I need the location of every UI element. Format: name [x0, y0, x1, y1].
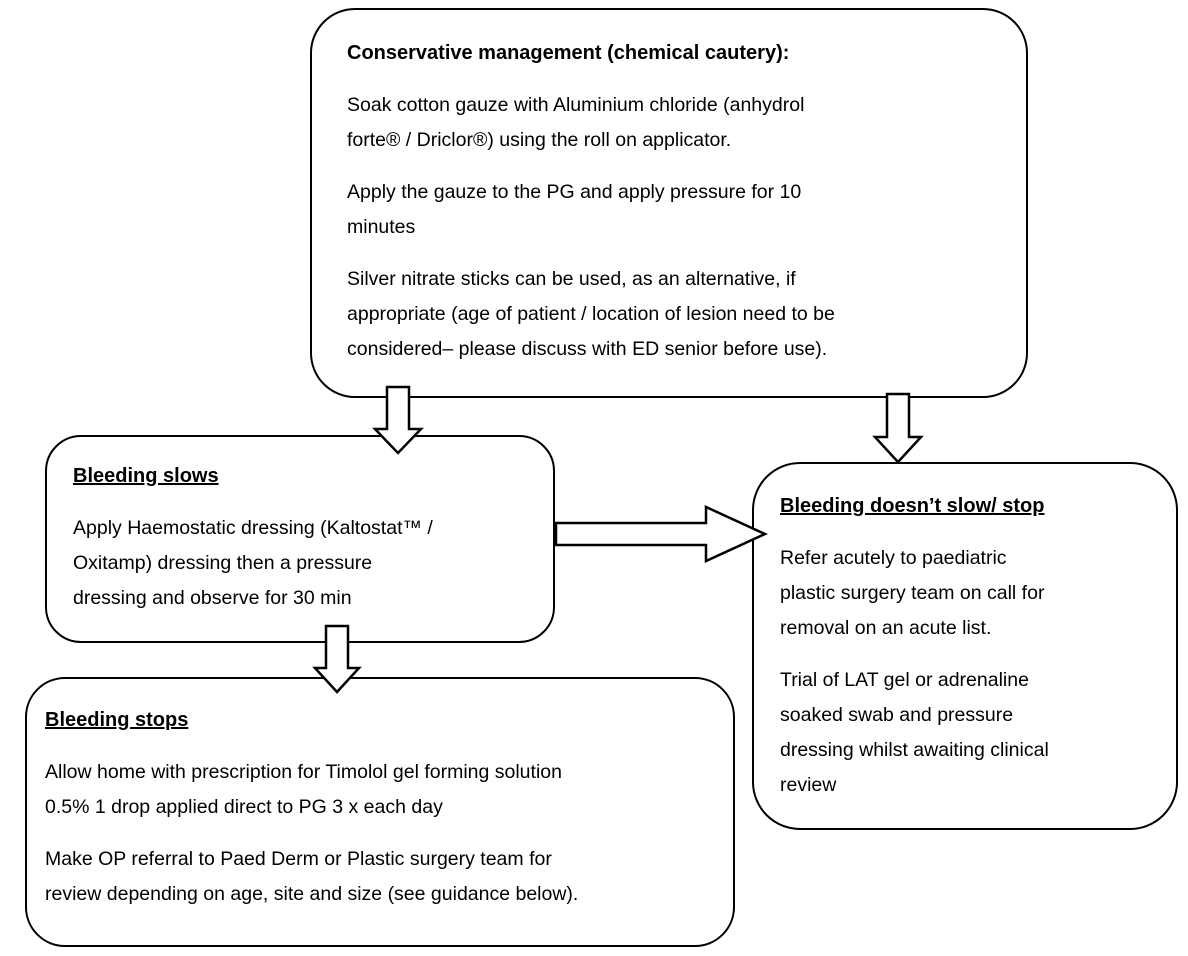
node-bleeding-stops: Bleeding stops Allow home with prescript…: [25, 677, 735, 947]
down-arrow-icon: [312, 624, 362, 694]
node-bleeding-slows: Bleeding slows Apply Haemostatic dressin…: [45, 435, 555, 643]
node-conservative-title: Conservative management (chemical cauter…: [347, 42, 790, 64]
node-bleeding-slows-heading: Bleeding slows: [73, 465, 219, 487]
node-bleeding-stops-paragraph: Allow home with prescription for Timolol…: [45, 761, 562, 818]
down-arrow-icon: [872, 392, 924, 464]
node-conservative-paragraph: Soak cotton gauze with Aluminium chlorid…: [347, 94, 805, 151]
node-bleeding-doesnt-slow-paragraph: Refer acutely to paediatric plastic surg…: [780, 547, 1045, 639]
down-arrow-icon: [372, 385, 424, 455]
node-bleeding-doesnt-slow-paragraph: Trial of LAT gel or adrenaline soaked sw…: [780, 669, 1049, 796]
node-bleeding-stops-heading: Bleeding stops: [45, 709, 189, 731]
node-bleeding-slows-paragraph: Apply Haemostatic dressing (Kaltostat™ /…: [73, 517, 433, 609]
node-conservative-paragraph: Silver nitrate sticks can be used, as an…: [347, 268, 835, 360]
node-bleeding-doesnt-slow: Bleeding doesn’t slow/ stop Refer acutel…: [752, 462, 1178, 830]
node-conservative-management: Conservative management (chemical cauter…: [310, 8, 1028, 398]
right-arrow-icon: [554, 505, 768, 563]
node-bleeding-stops-paragraph: Make OP referral to Paed Derm or Plastic…: [45, 848, 579, 905]
node-bleeding-doesnt-slow-heading: Bleeding doesn’t slow/ stop: [780, 495, 1045, 517]
node-conservative-paragraph: Apply the gauze to the PG and apply pres…: [347, 181, 802, 238]
